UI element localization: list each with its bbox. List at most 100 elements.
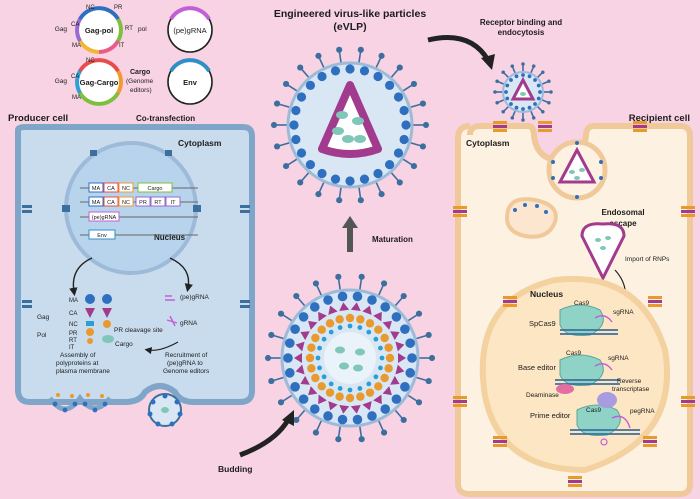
endosomal-vesicle (504, 197, 558, 239)
svg-text:Cargo: Cargo (130, 69, 150, 76)
svg-text:Cas9: Cas9 (574, 300, 590, 307)
svg-text:IT: IT (171, 200, 177, 206)
base-editor-complex (555, 354, 620, 394)
svg-text:sgRNA: sgRNA (608, 355, 629, 362)
svg-text:Reverse: Reverse (617, 378, 642, 385)
plasmid-pegrna: (pe)gRNA (167, 6, 213, 53)
rna-legend: (pe)gRNA gRNA (165, 294, 210, 327)
pegrna-plasmid-label: (pe)gRNA (173, 26, 206, 35)
svg-text:IT: IT (119, 43, 125, 49)
producer-envelope-proteins (22, 205, 250, 308)
polyprotein-legend: Gag MA CA NC Pol PR RT IT PR cleavage si… (37, 294, 163, 351)
svg-text:CA: CA (107, 186, 115, 192)
construct-row-gag-pol: MA CA NC PR RT IT (80, 196, 198, 207)
svg-text:MA: MA (72, 95, 81, 101)
svg-text:Gag: Gag (55, 78, 68, 85)
svg-text:NC: NC (86, 5, 95, 11)
diagram-subtitle: (eVLP) (333, 21, 366, 33)
gag-pol-label: Gag-pol (85, 26, 113, 35)
svg-text:Genome editors: Genome editors (163, 368, 210, 375)
base-editor-label: Base editor (518, 363, 556, 372)
svg-text:NC: NC (86, 58, 95, 64)
producer-cell-title: Producer cell (8, 113, 68, 124)
svg-text:Deaminase: Deaminase (526, 392, 559, 399)
spcas9-complex (559, 304, 618, 336)
construct-row-gag-cargo: MA CA NC Cargo (80, 182, 198, 193)
svg-text:CA: CA (71, 22, 79, 28)
endosomal-label-1: Endosomal (601, 208, 644, 217)
svg-text:CA: CA (69, 311, 77, 317)
svg-text:RT: RT (154, 200, 162, 206)
svg-text:Cargo: Cargo (148, 186, 163, 192)
nuclear-pores (62, 150, 201, 212)
svg-text:PR cleavage site: PR cleavage site (114, 327, 163, 334)
svg-text:MA: MA (92, 200, 101, 206)
binding-evlp (493, 62, 553, 122)
svg-text:polyproteins at: polyproteins at (56, 360, 98, 367)
receptor-arrow (427, 35, 491, 62)
svg-text:plasma membrane: plasma membrane (56, 368, 110, 375)
receptor-label-1: Receptor binding and (480, 18, 562, 27)
svg-text:IT: IT (69, 345, 75, 351)
receptor-label-2: endocytosis (498, 28, 545, 37)
svg-text:(pe)gRNA: (pe)gRNA (92, 215, 117, 221)
construct-row-env: Env (80, 229, 198, 240)
svg-text:Env: Env (97, 233, 107, 239)
cotransfection-label: Co-transfection (136, 114, 195, 123)
prime-editor-label: Prime editor (530, 411, 571, 420)
svg-text:gRNA: gRNA (180, 320, 198, 327)
svg-text:NC: NC (122, 200, 130, 206)
env-plasmid-label: Env (183, 78, 198, 87)
svg-text:Cas9: Cas9 (566, 350, 582, 357)
recipient-cytoplasm-label: Cytoplasm (466, 138, 510, 148)
svg-text:RT: RT (69, 338, 77, 344)
svg-text:(pe)gRNA: (pe)gRNA (180, 294, 210, 301)
svg-text:Gag: Gag (55, 26, 68, 33)
svg-text:editors): editors) (130, 87, 152, 94)
svg-text:(pe)gRNA to: (pe)gRNA to (167, 360, 203, 367)
svg-text:transcriptase: transcriptase (612, 386, 650, 393)
mature-evlp (270, 46, 430, 204)
svg-text:PR: PR (139, 200, 147, 206)
endosomal-label-2: escape (609, 219, 637, 228)
svg-text:NC: NC (122, 186, 130, 192)
svg-text:Assembly of: Assembly of (60, 352, 96, 359)
endosome (546, 139, 608, 201)
plasmid-env: Env (167, 58, 213, 105)
svg-text:Recruitment of: Recruitment of (165, 352, 207, 359)
recipient-nucleus-label: Nucleus (530, 289, 563, 299)
svg-text:Cas9: Cas9 (586, 407, 602, 414)
budding-label: Budding (218, 464, 252, 474)
producer-cytoplasm-label: Cytoplasm (178, 138, 222, 148)
gag-cargo-label: Gag-Cargo (80, 78, 119, 87)
immature-evlp (264, 273, 436, 443)
svg-text:MA: MA (72, 43, 81, 49)
plasmid-gag-cargo: Gag-Cargo Gag NC CA MA Cargo (Genome edi… (55, 58, 153, 106)
producer-nucleus-label: Nucleus (154, 233, 186, 242)
svg-text:(Genome: (Genome (126, 78, 153, 85)
prime-editor-complex (570, 392, 640, 446)
svg-text:PR: PR (69, 331, 78, 337)
svg-text:pol: pol (138, 26, 147, 33)
maturation-label: Maturation (372, 235, 413, 244)
svg-text:sgRNA: sgRNA (613, 309, 634, 316)
svg-text:MA: MA (69, 298, 78, 304)
svg-text:NC: NC (69, 322, 78, 328)
svg-text:PR: PR (114, 5, 123, 11)
recipient-receptors (453, 121, 695, 487)
svg-text:CA: CA (107, 200, 115, 206)
producer-nucleus (64, 141, 198, 275)
plasmid-gag-pol: Gag-pol Gag NC CA MA PR RT IT pol (55, 5, 147, 54)
membrane-assembly-sites (47, 393, 112, 413)
recipient-cell-title: Recipient cell (629, 113, 690, 124)
svg-text:pegRNA: pegRNA (630, 408, 655, 415)
import-rnps-label: Import of RNPs (625, 256, 670, 263)
svg-text:Gag: Gag (37, 314, 50, 321)
svg-text:RT: RT (125, 26, 133, 32)
svg-text:Cargo: Cargo (115, 341, 133, 348)
diagram-title: Engineered virus-like particles (274, 8, 426, 20)
budding-particle (147, 393, 183, 427)
construct-row-pegrna: (pe)gRNA (80, 211, 198, 222)
